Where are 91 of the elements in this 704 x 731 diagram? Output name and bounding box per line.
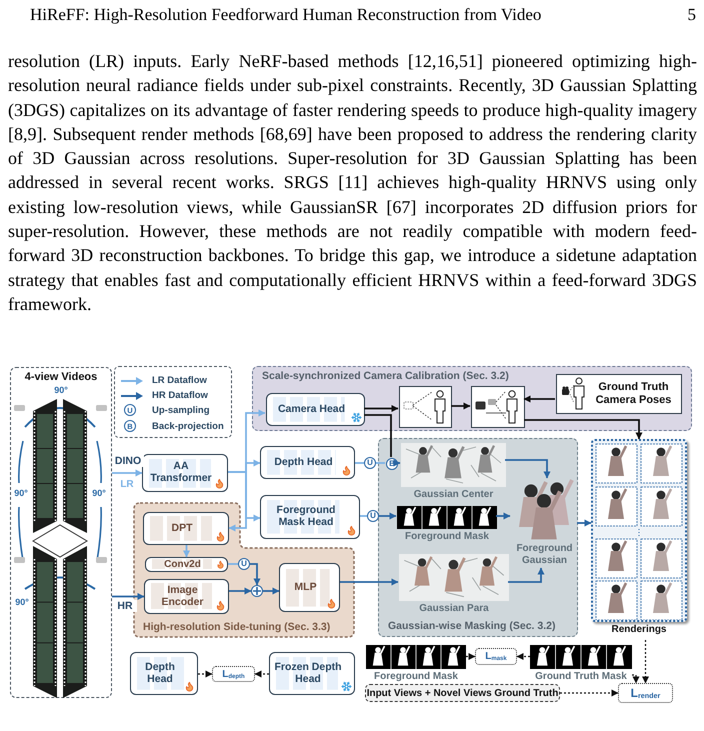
arrow: [524, 396, 555, 402]
legend-label: Up-sampling: [152, 405, 210, 417]
module-box: [260, 495, 360, 539]
module-label: DPT: [172, 522, 192, 534]
arrow: [250, 563, 260, 586]
operator-label: U: [241, 560, 247, 568]
ground-truth-box: [556, 374, 682, 414]
section-panel: [378, 438, 578, 637]
image-caption: Gaussian Center: [414, 489, 494, 500]
arrow: [340, 578, 398, 586]
arrow: [228, 471, 247, 532]
angle-label: 90°: [53, 385, 69, 396]
panel-heading: High-resolution Side-tuning (Sec. 3.3): [143, 621, 330, 633]
arrow: [466, 653, 476, 660]
page-header: HiReFF: High-Resolution Feedforward Human Reconstruction from Video: [30, 4, 542, 26]
module-box: [143, 512, 229, 545]
body-paragraph: resolution (LR) inputs. Early NeRF-based methods [12,16,51] pioneered optimizing high-resolution neural radiance fields under sub-pixel constraints. Recently, 3D Gaussian Splatting (3DGS) capitalizes on its advantage of faster rendering speeds to produce high-quality imagery [8,9]. Subsequent render methods [68,69] have been proposed to address the rendering clarity of 3D Gaussian across resolutions. Super-resolution for 3D Gaussian Splatting has been addressed in several recent works. SRGS [11] achieves high-quality HRNVS using only existing low-resolution views, while GaussianSR [67] incorporates 2D diffusion priors for super-resolution. However, these methods are not readily compatible with modern feed-forward 3D reconstruction backbones. To bridge this gap, we introduce a sidetune adaptation strategy that enables fast and computationally efficient HRNVS within a feed-forward 3DGS framework.: [8, 50, 697, 316]
image-caption: Foreground Gaussian: [515, 543, 574, 566]
image-caption: Renderings: [611, 624, 666, 636]
arrow: [508, 568, 544, 583]
angle-label: 90°: [13, 488, 29, 499]
page-header: 5: [686, 4, 696, 26]
arrow: [560, 690, 618, 696]
module-label: MLP: [294, 582, 317, 594]
module-label: Conv2d: [164, 558, 201, 570]
connector-line: [376, 462, 385, 464]
connector-line: [355, 462, 364, 464]
module-label: Depth Head: [274, 456, 333, 468]
box-label: Input Views + Novel Views Ground Truth: [366, 688, 558, 698]
image-caption: Foreground Mask: [405, 531, 489, 542]
arrow: [451, 402, 470, 410]
arrow: [496, 512, 510, 520]
module-box: [260, 446, 355, 479]
loss-label: L$_{render}$: [630, 686, 660, 700]
loss-label: L$_{depth}$: [222, 668, 245, 680]
section-panel: [134, 503, 354, 637]
arrow: [364, 405, 398, 412]
panel-heading: Gaussian-wise Masking (Sec. 3.2): [388, 620, 556, 632]
arrow: [198, 670, 212, 678]
arrow: [112, 470, 142, 476]
data-box: [365, 684, 560, 702]
section-panel: [252, 366, 692, 431]
connector-line: [364, 414, 392, 457]
module-label: Foreground Mask Head: [276, 505, 336, 529]
module-label: Frozen Depth Head: [274, 662, 342, 686]
arrow: [394, 460, 400, 466]
operator-circle: [364, 457, 376, 469]
loss-box: [212, 666, 255, 682]
module-label: AA Transformer: [149, 461, 213, 485]
arrow: [379, 512, 396, 520]
module-box: [144, 579, 229, 614]
arrow: [112, 593, 144, 600]
loss-label: L$_{mask}$: [485, 651, 507, 662]
operator-circle: [367, 510, 379, 522]
image-caption: Foreground Mask: [374, 671, 458, 682]
legend-label: HR Dataflow: [152, 390, 208, 402]
image-caption: Ground Truth Mask: [535, 671, 627, 682]
module-box: [145, 557, 228, 572]
arrow: [524, 419, 642, 440]
angle-label: 90°: [14, 597, 30, 608]
legend-label: Back-projection: [152, 421, 224, 433]
module-box: [266, 393, 365, 426]
module-label: Camera Head: [278, 404, 346, 416]
module-box: [130, 652, 198, 695]
loss-box: [618, 683, 673, 703]
module-label: Image Encoder: [160, 584, 204, 608]
arrow: [263, 588, 280, 594]
loss-box: [475, 648, 517, 665]
operator-label: U: [370, 512, 376, 520]
module-box: [279, 563, 340, 612]
arrow: [577, 520, 592, 526]
arrow: [642, 640, 649, 684]
connector-line: [360, 515, 367, 517]
operator-label: U: [367, 459, 373, 467]
connector-line: [228, 563, 238, 565]
panel-heading: 4-view Videos: [24, 371, 98, 383]
arrow: [183, 545, 190, 558]
legend-label: LR Dataflow: [152, 375, 207, 387]
arrow: [632, 674, 640, 684]
arrow: [516, 653, 530, 660]
angle-label: 90°: [91, 488, 107, 499]
module-label: Depth Head: [144, 662, 176, 686]
panel-heading: Scale-synchronized Camera Calibration (Sec. 3.2): [262, 370, 509, 382]
module-box: [142, 454, 228, 492]
arrow: [254, 670, 269, 678]
arrow: [505, 459, 550, 478]
image-caption: Gaussian Para: [419, 603, 489, 614]
box-label: Ground Truth Camera Poses: [594, 380, 672, 408]
module-box: [269, 652, 355, 695]
flow-label: LR: [119, 479, 135, 490]
arrow: [229, 588, 252, 594]
